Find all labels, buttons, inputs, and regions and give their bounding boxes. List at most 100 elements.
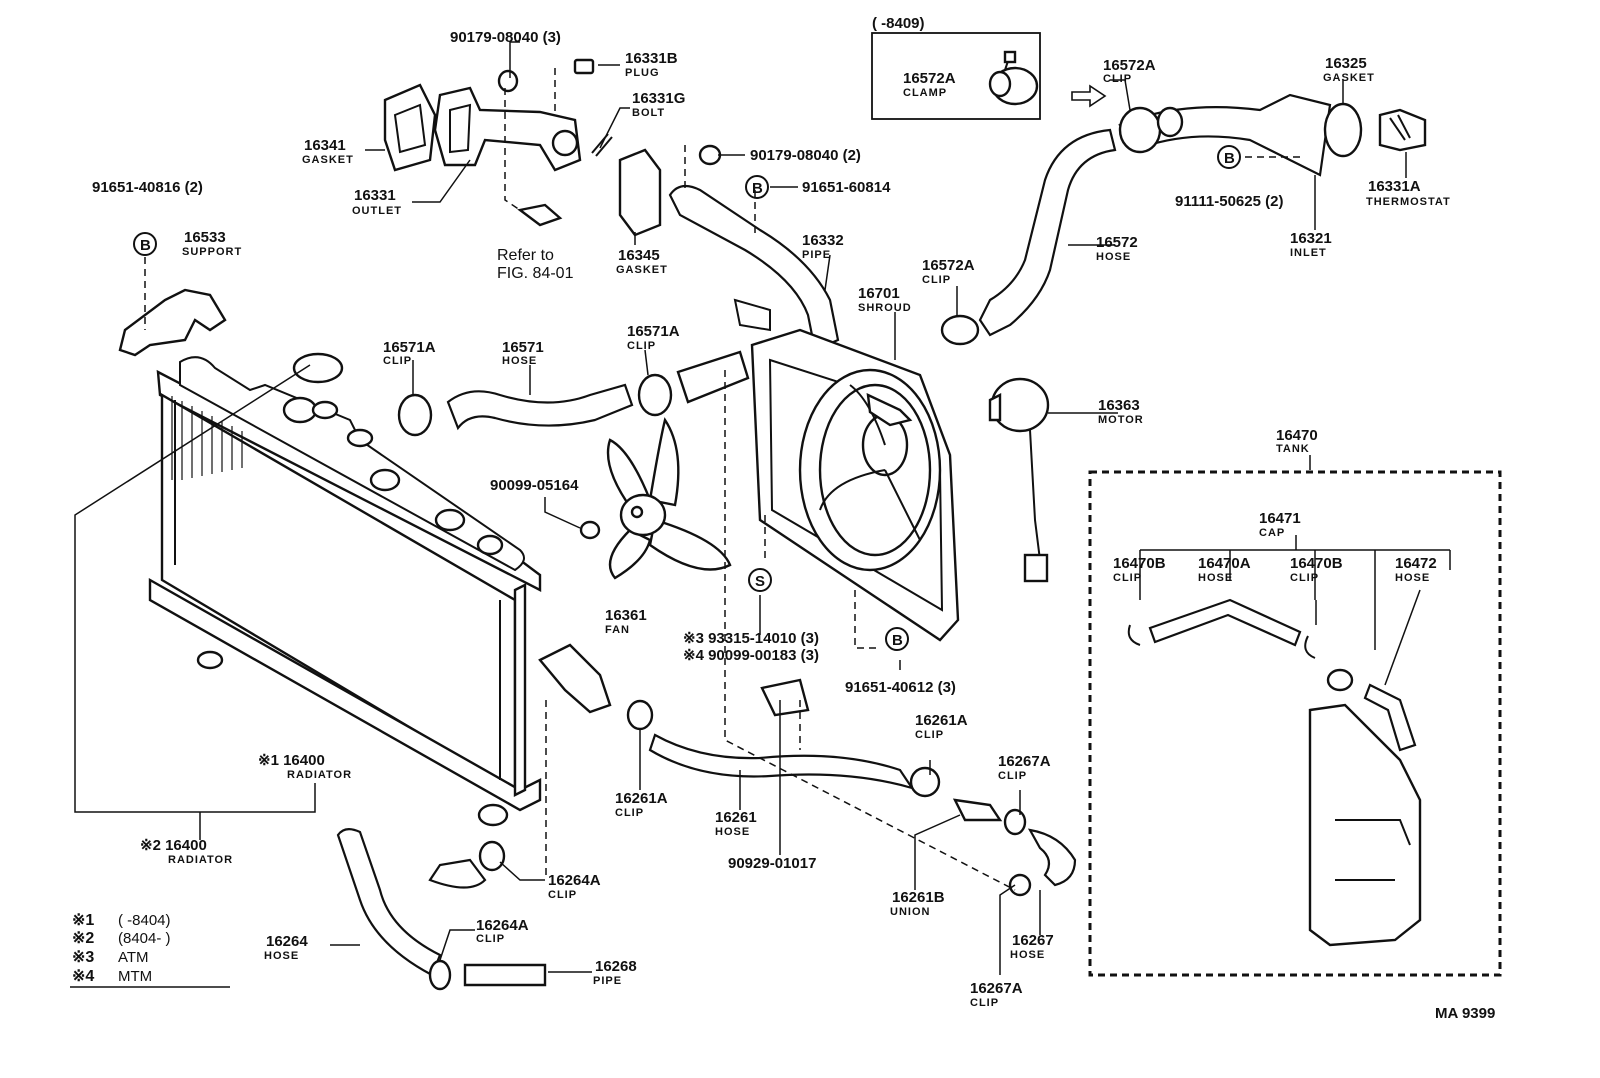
label-16268-name: PIPE — [593, 975, 622, 987]
label-16470B-left: 16470B — [1113, 555, 1166, 572]
label-16571-name: HOSE — [502, 355, 537, 367]
label-90179-mid: 90179-08040 (2) — [750, 147, 861, 164]
label-16470A: 16470A — [1198, 555, 1251, 572]
support-bracket-drawing — [118, 288, 227, 357]
label-16267A-top: 16267A — [998, 753, 1051, 770]
label-16533: 16533 — [184, 229, 226, 246]
label-16572: 16572 — [1096, 234, 1138, 251]
label-16261A-right-name: CLIP — [915, 729, 944, 741]
label-16261B: 16261B — [892, 889, 945, 906]
label-16331: 16331 — [354, 187, 396, 204]
thermostat-area-drawing — [1118, 93, 1427, 177]
label-16341: 16341 — [304, 137, 346, 154]
label-16331-name: OUTLET — [352, 205, 402, 217]
label-16471-name: CAP — [1259, 527, 1285, 539]
label-91651-60814: 91651-60814 — [802, 179, 891, 196]
radiator-cap-drawing — [292, 352, 374, 448]
legend-text-1: ( -8404) — [118, 912, 171, 929]
legend-mark-1: ※1 — [72, 912, 94, 929]
label-16267A-bot: 16267A — [970, 980, 1023, 997]
label-16571A-left-name: CLIP — [383, 355, 412, 367]
label-16361-name: FAN — [605, 624, 630, 636]
leader-lines — [70, 41, 1451, 988]
label-16572A-box: 16572A — [903, 70, 956, 87]
fan-16361-drawing — [579, 417, 732, 580]
label-16363-name: MOTOR — [1098, 414, 1144, 426]
gasket-16345-drawing — [618, 148, 662, 237]
label-90099-05164: 90099-05164 — [490, 477, 579, 494]
label-16264A-right: 16264A — [548, 872, 601, 889]
label-refer-1: Refer to — [497, 247, 554, 264]
dashed-mount-lines — [144, 68, 1305, 891]
label-16332: 16332 — [802, 232, 844, 249]
part-labels: 90179-08040 (3) 16331B PLUG 16331G BOLT … — [92, 15, 1451, 1009]
legend-text-2: (8404- ) — [118, 930, 171, 947]
label-90099-00183: ※4 90099-00183 (3) — [683, 647, 819, 664]
clamp-inset-box — [871, 32, 1107, 120]
label-16572A-box-name: CLAMP — [903, 87, 947, 99]
water-outlet-drawing — [383, 58, 613, 227]
motor-16363-drawing — [988, 377, 1050, 583]
label-box-range: ( -8409) — [872, 15, 925, 32]
label-16571A-left: 16571A — [383, 339, 436, 356]
label-16572A-top-name: CLIP — [1103, 73, 1132, 85]
bolt-b-1: B — [140, 237, 151, 254]
label-16470-name: TANK — [1276, 443, 1310, 455]
label-91651-40816: 91651-40816 (2) — [92, 179, 203, 196]
label-16470: 16470 — [1276, 427, 1318, 444]
label-91651-40612: 91651-40612 (3) — [845, 679, 956, 696]
label-16268: 16268 — [595, 958, 637, 975]
label-16571: 16571 — [502, 339, 544, 356]
legend-text-4: MTM — [118, 968, 152, 985]
bolt-b-3: B — [1224, 150, 1235, 167]
legend-text-3: ATM — [118, 949, 149, 966]
legend-mark-2: ※2 — [72, 930, 94, 947]
label-16331G-name: BOLT — [632, 107, 665, 119]
label-16325-name: GASKET — [1323, 72, 1375, 84]
radiator-fins — [171, 396, 243, 480]
label-16571A-right: 16571A — [627, 323, 680, 340]
label-16472: 16472 — [1395, 555, 1437, 572]
hose-16572-drawing — [978, 128, 1117, 337]
clip-16572A-drawing — [940, 314, 980, 346]
label-16261A-left-name: CLIP — [615, 807, 644, 819]
label-16331A-name: THERMOSTAT — [1366, 196, 1451, 208]
label-16400-2-name: RADIATOR — [168, 854, 233, 866]
label-16572A-mid: 16572A — [922, 257, 975, 274]
label-16572-name: HOSE — [1096, 251, 1131, 263]
label-16571A-right-name: CLIP — [627, 340, 656, 352]
label-16533-name: SUPPORT — [182, 246, 242, 258]
label-16701-name: SHROUD — [858, 302, 912, 314]
bolt-b-4: B — [892, 632, 903, 649]
hose-16571-drawing — [446, 383, 634, 431]
label-16470B-left-name: CLIP — [1113, 572, 1142, 584]
label-16267-name: HOSE — [1010, 949, 1045, 961]
label-90179-top: 90179-08040 (3) — [450, 29, 561, 46]
label-16321: 16321 — [1290, 230, 1332, 247]
label-16470B-right: 16470B — [1290, 555, 1343, 572]
legend-mark-4: ※4 — [72, 968, 94, 985]
pipe-16332-drawing — [668, 144, 840, 352]
label-16261A-right: 16261A — [915, 712, 968, 729]
bolt-s: S — [755, 573, 765, 590]
label-16331G: 16331G — [632, 90, 685, 107]
label-16345-name: GASKET — [616, 264, 668, 276]
label-16400-1: ※1 16400 — [258, 752, 325, 769]
label-16261A-left: 16261A — [615, 790, 668, 807]
label-16267A-top-name: CLIP — [998, 770, 1027, 782]
bolt-markers: B B B B S — [133, 145, 1241, 651]
label-16572A-top: 16572A — [1103, 57, 1156, 74]
lower-hoses-drawing — [336, 643, 1077, 991]
label-16470B-right-name: CLIP — [1290, 572, 1319, 584]
label-16261B-name: UNION — [890, 906, 930, 918]
label-16261-name: HOSE — [715, 826, 750, 838]
label-16361: 16361 — [605, 607, 647, 624]
label-16470A-name: HOSE — [1198, 572, 1233, 584]
label-16701: 16701 — [858, 285, 900, 302]
label-16400-2: ※2 16400 — [140, 837, 207, 854]
label-16264A-right-name: CLIP — [548, 889, 577, 901]
figure-code: MA 9399 — [1435, 1005, 1495, 1022]
label-16345: 16345 — [618, 247, 660, 264]
label-16332-name: PIPE — [802, 249, 831, 261]
